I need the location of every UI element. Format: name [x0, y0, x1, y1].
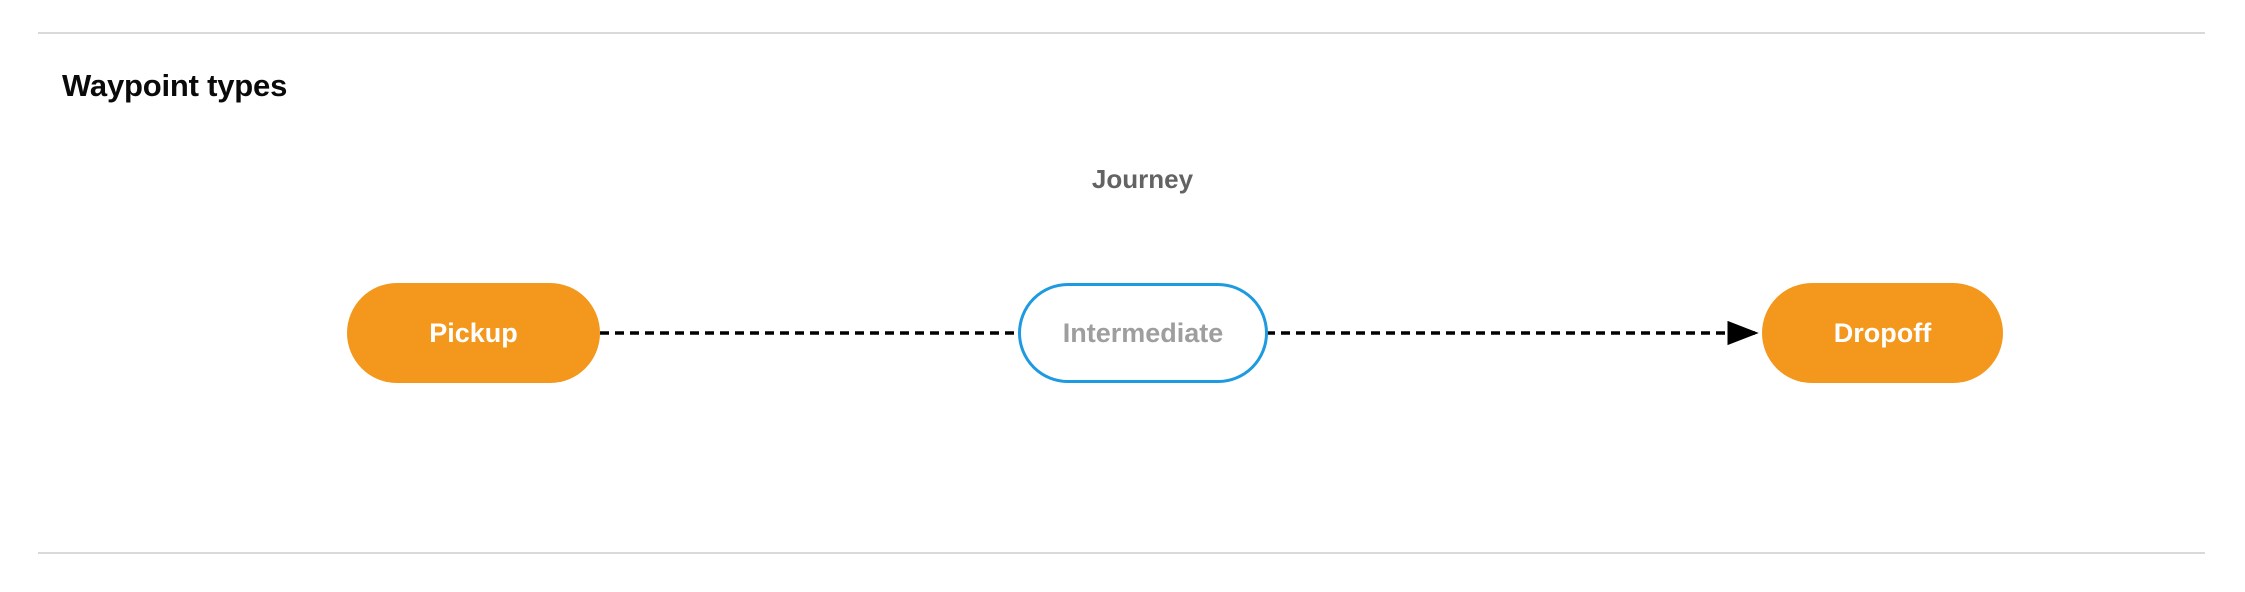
- waypoint-node-intermediate[interactable]: Intermediate: [1018, 283, 1268, 383]
- page-title: Waypoint types: [62, 68, 288, 103]
- waypoint-node-dropoff[interactable]: Dropoff: [1762, 283, 2003, 383]
- section-divider-top: [38, 32, 2205, 34]
- waypoint-node-pickup[interactable]: Pickup: [347, 283, 600, 383]
- waypoint-node-dropoff-label: Dropoff: [1833, 317, 1932, 348]
- waypoint-node-intermediate-label: Intermediate: [1062, 317, 1224, 348]
- waypoint-node-pickup-label: Pickup: [429, 317, 518, 348]
- section-divider-bottom: [38, 552, 2205, 554]
